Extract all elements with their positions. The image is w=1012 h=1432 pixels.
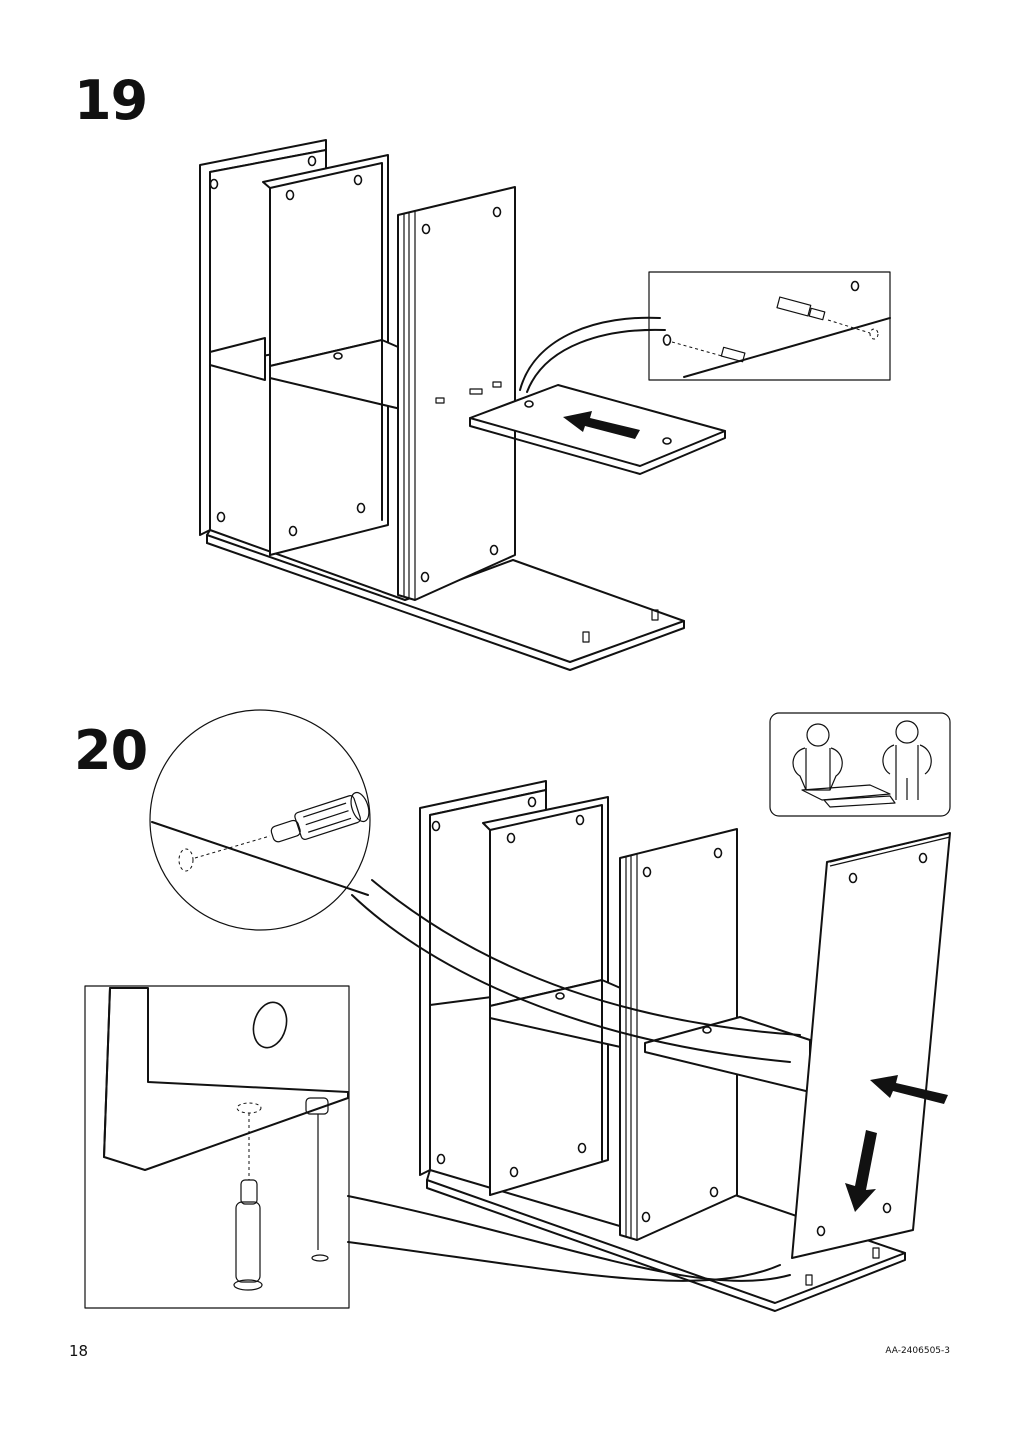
step19-illustration — [199, 139, 891, 671]
step20-illustration — [84, 709, 951, 1312]
detail-callout-step19 — [648, 271, 891, 381]
step-number-19: 19 — [74, 69, 148, 132]
page-number: 18 — [69, 1342, 89, 1360]
push-down-arrow-icon — [845, 1130, 877, 1212]
push-left-arrow-icon — [870, 1075, 948, 1104]
shelf-hole — [333, 352, 343, 360]
step-number-20: 20 — [74, 719, 148, 782]
cam-bolt-icon — [233, 1179, 263, 1291]
two-person-assembly-icon — [769, 712, 951, 817]
push-arrow-icon — [563, 411, 640, 439]
front-panel — [397, 186, 516, 601]
document-code: AA-2406505-3 — [885, 1346, 950, 1356]
detail-circle-step20 — [149, 709, 371, 931]
detail-box-step20 — [84, 985, 350, 1309]
